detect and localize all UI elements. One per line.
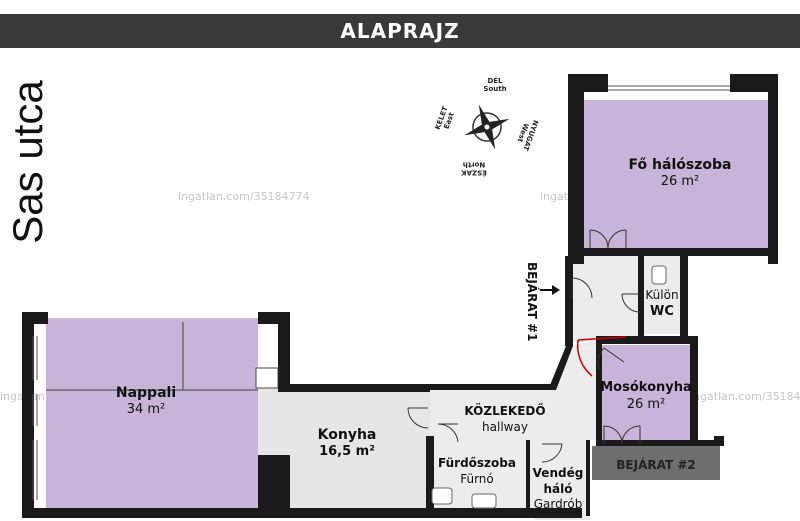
corridor-upper (570, 252, 642, 342)
windows (32, 85, 730, 500)
room-guest: Vendég háló Gardrób (526, 466, 590, 513)
red-door-swing (576, 336, 627, 377)
room-kitchen: Konyha 16,5 m² (292, 426, 402, 461)
laundry-floor (600, 345, 696, 443)
page-title: ALAPRAJZ (0, 14, 800, 48)
room-name: Fő hálószoba (628, 157, 732, 173)
room-area: 26 m² (660, 174, 700, 190)
doors (407, 229, 641, 463)
room-area: 16,5 m² (319, 444, 375, 460)
room-name: Vendég (532, 466, 584, 480)
entry1-arrow (540, 285, 560, 295)
entrance-1-label: BEJÁRAT #1 (525, 262, 539, 342)
master-bedroom-floor (584, 100, 770, 248)
room-name: Mosókonyha (600, 380, 692, 395)
watermark: ingatlan.com/35184774 (690, 390, 800, 403)
room-name: Fürdőszoba (438, 456, 516, 470)
fixtures (431, 265, 667, 509)
entrance-2-label: BEJÁRAT #2 (616, 458, 696, 472)
room-laundry: Mosókonyha 26 m² (598, 380, 694, 414)
entry2-floor (592, 446, 720, 480)
corridor-diag (430, 345, 600, 440)
room-name: KÖZLEKEDŐ (464, 404, 546, 418)
walls (22, 74, 778, 518)
room-area: 34 m² (126, 402, 166, 418)
room-master-bedroom: Fő hálószoba 26 m² (600, 156, 760, 191)
room-name-2: WC (650, 303, 674, 319)
living-room-floor (46, 318, 258, 518)
room-name-2: háló (543, 481, 573, 496)
room-living-room: Nappali 34 m² (86, 384, 206, 419)
compass-rose (464, 104, 510, 150)
room-name: Nappali (115, 385, 177, 401)
room-hallway: KÖZLEKEDŐ hallway (450, 404, 560, 435)
room-name: Konyha (317, 427, 377, 443)
partitions (46, 322, 279, 391)
watermark: ingatlan.com/35184774 (178, 190, 310, 203)
room-sub: Fürnó (460, 471, 494, 486)
room-sub: Gardrób (533, 497, 583, 512)
guest-floor (526, 440, 590, 518)
room-sub: hallway (482, 419, 528, 434)
room-bathroom: Fürdőszoba Fürnó (428, 456, 526, 487)
room-wc: Külön WC (642, 288, 682, 320)
room-area: 26 m² (626, 396, 666, 412)
room-name: Külön (645, 288, 679, 302)
